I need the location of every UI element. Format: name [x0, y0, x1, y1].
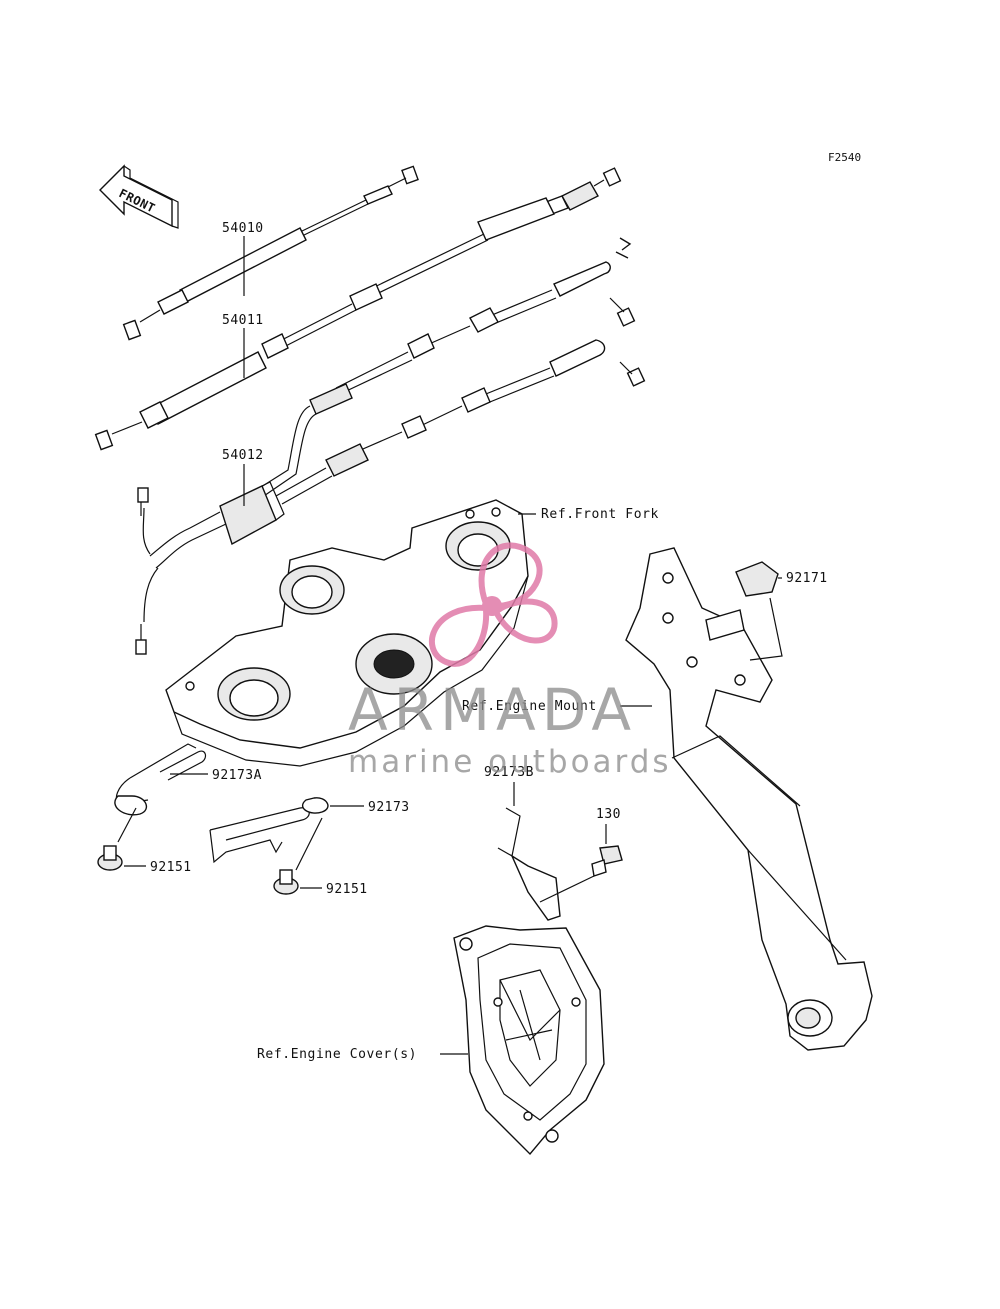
cable-54011: [94, 167, 622, 451]
label-54010: 54010: [222, 221, 264, 236]
leader-bolt-130-dash: [539, 875, 595, 903]
diagram-code: F2540: [828, 151, 861, 164]
cable-54010: [122, 165, 419, 341]
bolt-92151-mid: [273, 869, 299, 895]
clip-92171: [735, 561, 783, 661]
label-92151-mid: 92151: [326, 882, 368, 897]
watermark-title: ARMADA: [348, 676, 637, 744]
label-54012: 54012: [222, 448, 264, 463]
engine-cover: [453, 925, 605, 1156]
armada-logo-icon: [428, 542, 558, 667]
bolt-92151-left: [97, 845, 123, 871]
label-54011: 54011: [222, 313, 264, 328]
ref-front-fork: Ref.Front Fork: [541, 507, 659, 522]
label-130: 130: [596, 807, 621, 822]
label-92151-left: 92151: [150, 860, 192, 875]
label-92173: 92173: [368, 800, 410, 815]
ref-engine-cover: Ref.Engine Cover(s): [257, 1047, 417, 1062]
label-92173b: 92173B: [484, 765, 534, 780]
clamp-92173a: [114, 743, 207, 816]
cable-54012: [135, 237, 646, 655]
front-arrow-icon: FRONT: [99, 164, 179, 229]
bolt-130: [591, 845, 623, 877]
clamp-92173: [209, 797, 329, 864]
engine-mount-bracket: [625, 547, 873, 1051]
bracket-92173b: [497, 807, 561, 921]
upper-bracket: [165, 499, 529, 767]
leader-bolt-mid: [295, 817, 323, 871]
label-92171: 92171: [786, 571, 828, 586]
watermark-subtitle: marine outboards: [348, 744, 672, 780]
label-92173a: 92173A: [212, 768, 262, 783]
leader-bolt-left: [117, 807, 137, 843]
ref-engine-mount: Ref.Engine Mount: [462, 699, 597, 714]
